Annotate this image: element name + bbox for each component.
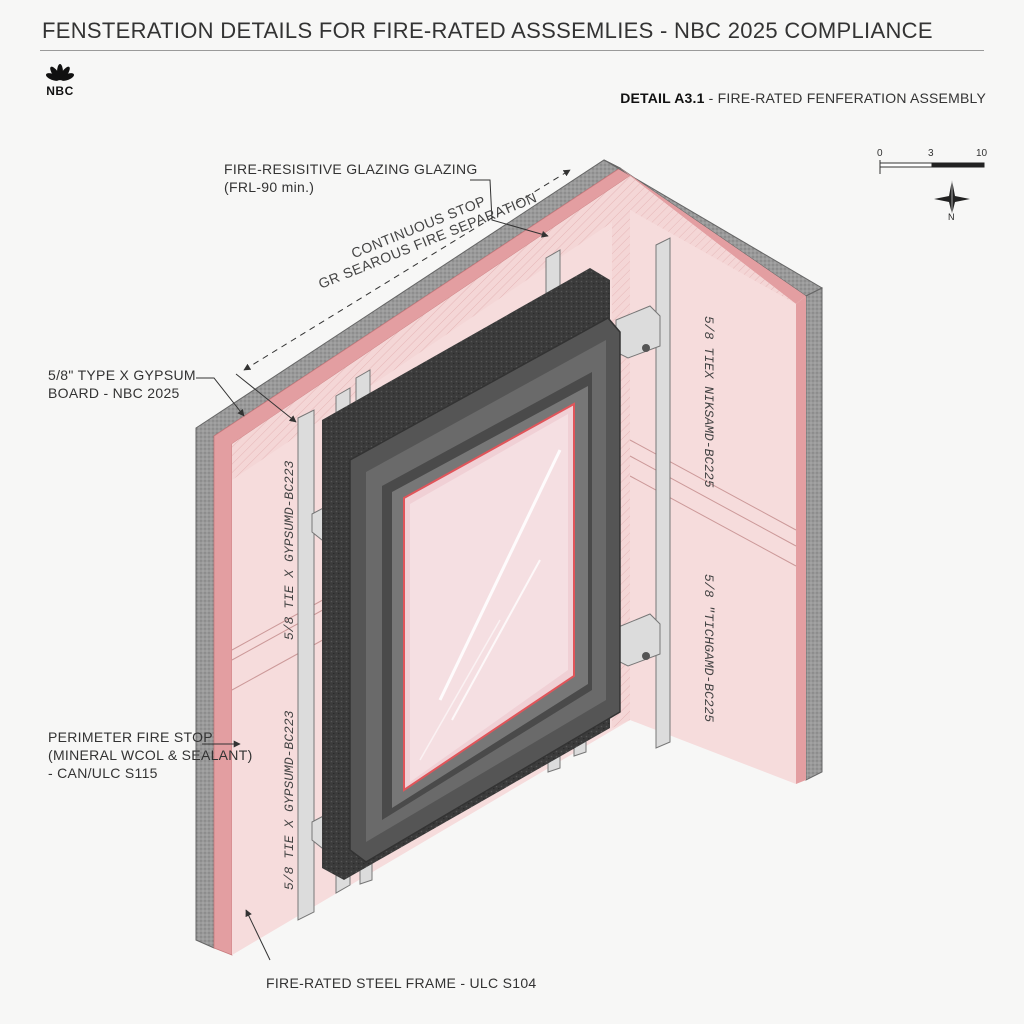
stamp-left-upper: 5/8 TIE X GYPSUMD-BC223 [282, 460, 297, 640]
compass-icon [934, 180, 970, 214]
detail-separator: - [704, 90, 718, 106]
leader-continuous-start [235, 373, 297, 423]
top-hatch-right [630, 176, 796, 312]
leader-frame [245, 909, 271, 961]
title-divider [40, 50, 984, 51]
stud-right-1 [655, 237, 671, 749]
stamp-right-lower: 5/8 "TICHGAMD-BC225 [701, 574, 716, 723]
peacock-icon [45, 64, 75, 81]
scale-bar: 0 3 10 [874, 148, 994, 178]
scale-tick-10: 10 [976, 148, 988, 159]
callout-gypsum: 5/8" TYPE X GYPSUM BOARD - NBC 2025 [48, 366, 196, 402]
scale-bar-graphic [879, 160, 985, 174]
drawing-title: FENSTERATION DETAILS FOR FIRE-RATED ASSS… [42, 18, 933, 43]
callout-glazing-line2: (FRL-90 min.) [224, 179, 315, 195]
stud-left-1 [297, 409, 315, 921]
detail-name: FIRE-RATED FENFERATION ASSEMBLY [717, 90, 986, 106]
detail-code: DETAIL A3.1 [620, 90, 705, 106]
callout-frame: FIRE-RATED STEEL FRAME - ULC S104 [266, 974, 537, 992]
leader-gypsum [196, 377, 245, 417]
logo-text: NBC [46, 84, 74, 98]
leader-continuous-stop [243, 169, 571, 371]
callout-glazing-line1: FIRE-RESISITIVE GLAZING GLAZING [224, 161, 478, 177]
stamp-right-upper: 5/8 TIEX NIKSAMD-BC225 [701, 316, 716, 488]
callout-firestop-line1: PERIMETER FIRE STOP [48, 729, 213, 745]
callout-glazing: FIRE-RESISITIVE GLAZING GLAZING (FRL-90 … [224, 160, 478, 196]
gypsum-panel-right [630, 210, 796, 784]
fire-layer-right [796, 296, 806, 784]
fire-layer-top [620, 168, 806, 304]
north-arrow: N [930, 178, 974, 224]
callout-firestop-line3: - CAN/ULC S115 [48, 765, 158, 781]
wall-top [603, 159, 824, 312]
concrete-edge-right [805, 287, 823, 781]
callout-frame-line1: FIRE-RATED STEEL FRAME - ULC S104 [266, 975, 537, 991]
callout-firestop: PERIMETER FIRE STOP (MINERAL WCOL & SEAL… [48, 728, 253, 782]
leader-lines [196, 169, 571, 961]
callout-gypsum-line1: 5/8" TYPE X GYPSUM [48, 367, 196, 383]
scale-tick-3: 3 [928, 148, 934, 159]
north-label: N [948, 212, 955, 222]
fire-resistive-glazing [403, 402, 575, 792]
callout-firestop-line2: (MINERAL WCOL & SEALANT) [48, 747, 253, 763]
scale-tick-0: 0 [877, 148, 883, 159]
callout-gypsum-line2: BOARD - NBC 2025 [48, 385, 180, 401]
stamp-left-lower: 5/8 TIE X GYPSUMD-BC223 [282, 710, 297, 890]
detail-title: DETAIL A3.1 - FIRE-RATED FENFERATION ASS… [620, 90, 986, 106]
nbc-logo: NBC [40, 62, 80, 102]
